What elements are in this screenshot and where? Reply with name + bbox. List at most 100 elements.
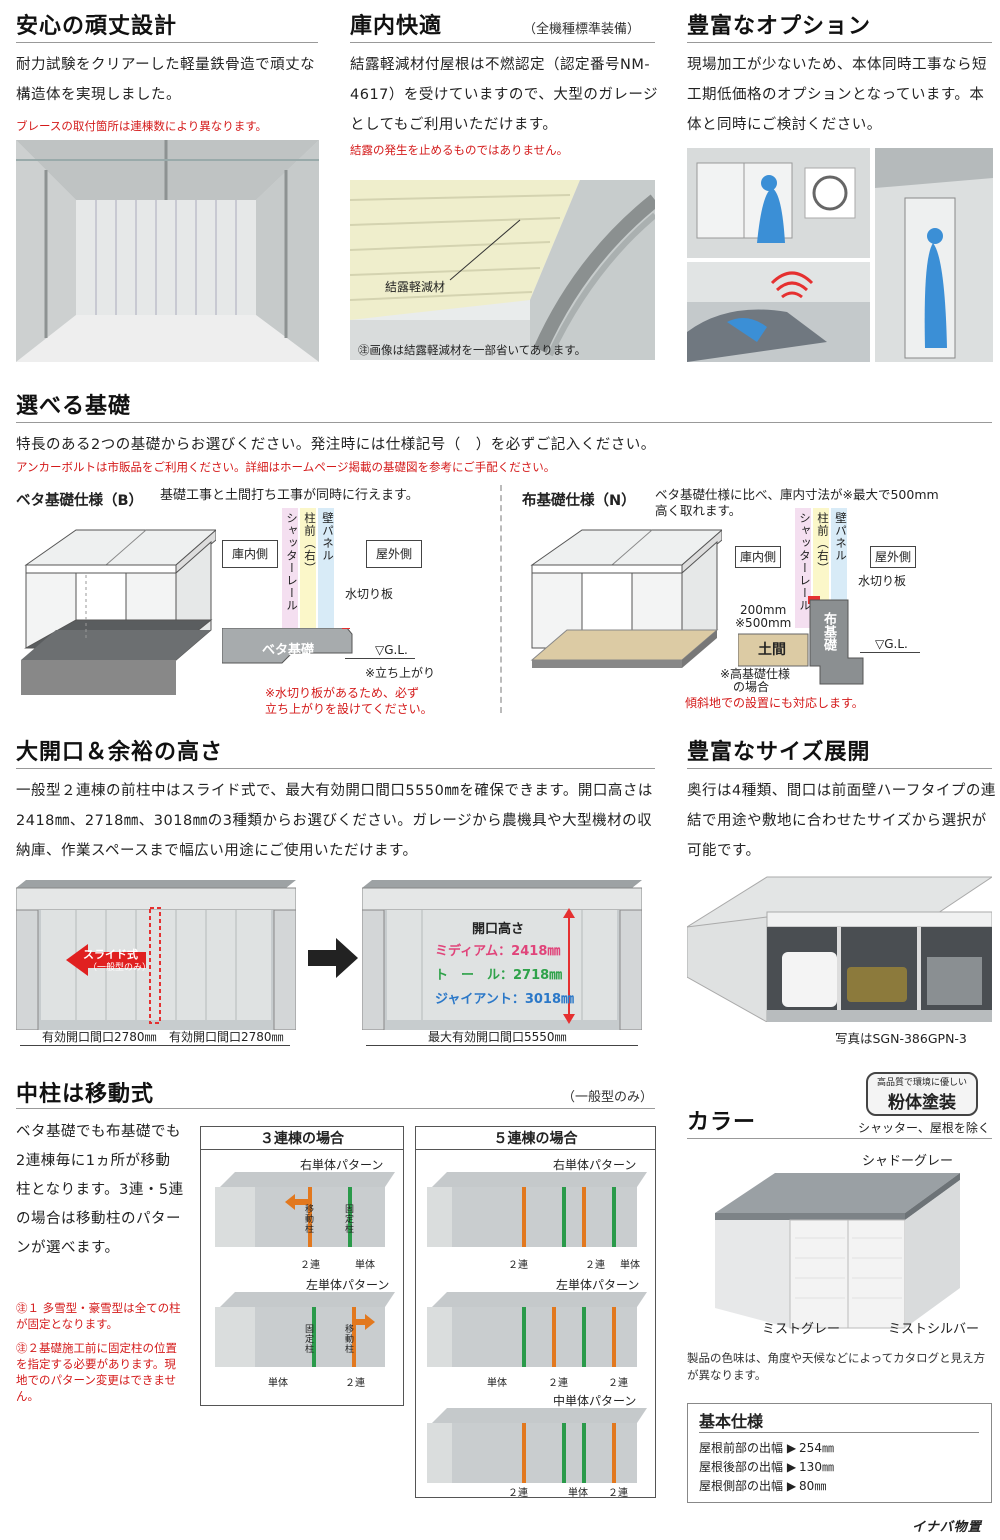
sizes-body: 奥行は4種類、間口は前面壁ハーフタイプの連結で用途や敷地に合わせたサイズから選択… [687,783,996,859]
nuno-doma-label: 土間 [758,642,786,658]
sturdy-note: ブレースの取付箇所は連棟数により異なります。 [16,119,268,133]
five-right-ren2b: ２連 [585,1260,605,1271]
five-center-illustration [427,1408,647,1497]
section-title-color: カラー [687,1110,757,1135]
nuno-mizukiri-label: 水切り板 [858,574,907,588]
powder-coat-badge [866,1072,978,1116]
arrow-right-icon [308,938,358,982]
beta-outside-label: 屋外側 [366,540,422,568]
nuno-title: 布基礎仕様（N） [522,493,636,509]
beta-inside-label: 庫内側 [222,540,278,568]
beta-note1: ※水切り板があるため、必ず [265,686,420,700]
movable-body: ベタ基礎でも布基礎でも2連棟毎に1ヵ所が移動柱となります。3連・5連の場合は移動… [16,1124,184,1256]
spec-row: 屋根前部の出幅 ▶254㎜ [699,1441,834,1455]
side-door-option-photo [875,148,993,362]
nuno-high1: ※高基礎仕様 [720,667,791,681]
nuno-dim-500: ※500mm [735,616,792,630]
nuno-base-label: 布基礎 [821,612,836,651]
beta-base-label: ベタ基礎 [262,643,315,658]
slide-garage-illustration [15,880,297,1034]
brand-logo: イナバ物置 [912,1520,982,1535]
roof-condensation-photo [350,180,655,360]
badge-title: 粉体塗装 [888,1093,956,1113]
nuno-outside-label: 屋外側 [870,546,916,568]
beta-building-illustration [16,520,218,714]
section-title-sizes: 豊富なサイズ展開 [687,740,871,765]
color-note: 製品の色味は、角度や天候などによってカタログと見え方が異なります。 [687,1351,986,1382]
triple-garage-photo [685,872,994,1026]
five-left-illustration [427,1292,647,1386]
height-title: 開口高さ [472,922,525,937]
five-left-single: 単体 [487,1378,507,1389]
color-shadow-grey: シャドーグレー [862,1154,954,1169]
nuno-desc1: ベタ基礎仕様に比べ、庫内寸法が※最大で500mm [655,487,939,502]
nuno-inside-label: 庫内側 [735,546,781,568]
sturdy-body: 耐力試験をクリアーした軽量鉄骨造で頑丈な構造体を実現しました。 [16,57,316,103]
three-right-illustration [215,1172,395,1266]
nuno-dim-200: 200mm [740,603,787,617]
nuno-wall-panel: 壁パネル [834,512,848,562]
comfort-note: 結露の発生を止めるものではありません。 [350,143,569,157]
height-tall: ト ー ル：2718㎜ [435,968,563,983]
nuno-building-illustration [522,520,724,714]
section-title-foundation: 選べる基礎 [16,394,132,419]
nuno-foundation-section [737,596,908,700]
beta-pillar-front: 柱前（右） [303,512,317,575]
color-mist-silver: ミストシルバー [888,1322,980,1337]
slide-sublabel: （一般型のみ） [88,963,152,973]
three-right-fixed: 固定柱 [343,1204,353,1234]
three-right-single: 単体 [355,1260,375,1271]
five-left-ren2a: ２連 [548,1378,568,1389]
five-right-single: 単体 [620,1260,640,1271]
badge-top: 高品質で環境に優しい [876,1078,967,1088]
five-center-single: 単体 [568,1488,588,1499]
three-left-fixed: 固定柱 [303,1324,313,1354]
five-right-pattern: 右単体パターン [553,1158,637,1172]
nuno-pillar-front: 柱前（右） [816,512,830,575]
five-bay-title: ５連棟の場合 [493,1131,578,1147]
three-right-pattern: 右単体パターン [300,1158,384,1172]
opening-body: 一般型２連棟の前柱中はスライド式で、最大有効開口間口5550㎜を確保できます。開… [16,783,653,859]
width-max: 最大有効開口間口5550㎜ [428,1030,567,1044]
condensation-label: 結露軽減材 [385,280,446,294]
beta-title: ベタ基礎仕様（B） [16,493,144,509]
sizes-caption: 写真はSGN-386GPN-3 [835,1031,967,1046]
three-left-move: 移動柱 [343,1324,353,1354]
nuno-shutter-rail: シャッターレール [798,512,812,612]
window-option-photo [687,148,870,258]
wide-garage-illustration [361,880,643,1034]
three-left-pattern: 左単体パターン [306,1278,390,1292]
spec-table: 屋根前部の出幅 ▶254㎜ 屋根後部の出幅 ▶130㎜ 屋根側部の出幅 ▶80㎜ [699,1438,834,1495]
five-center-pattern: 中単体パターン [553,1394,637,1408]
movable-subtitle: （一般型のみ） [562,1090,654,1105]
section-title-movable: 中柱は移動式 [16,1082,155,1107]
height-medium: ミディアム：2418㎜ [435,944,561,959]
beta-note2: 立ち上がりを設けてください。 [265,702,433,716]
five-center-ren2b: ２連 [608,1488,628,1499]
spec-title: 基本仕様 [699,1412,764,1431]
three-left-illustration [215,1292,395,1386]
beta-gl-label: ▽G.L. [375,643,408,657]
section-title-options: 豊富なオプション [687,14,872,39]
section-title-opening: 大開口＆余裕の高さ [16,740,224,765]
beta-tachiagari: ※立ち上がり [365,666,436,680]
spec-box [687,1403,992,1503]
width-right: 有効開口間口2780㎜ [169,1030,284,1044]
section-title-comfort: 庫内快適 [350,14,443,39]
beta-desc: 基礎工事と土間打ち工事が同時に行えます。 [160,488,419,503]
three-bay-title: ３連棟の場合 [260,1131,344,1147]
nuno-high2: の場合 [733,680,770,694]
color-garage-illustration [715,1168,960,1337]
color-mist-grey: ミストグレー [762,1322,841,1337]
spec-row: 屋根側部の出幅 ▶80㎜ [699,1479,827,1493]
remote-shutter-photo [687,262,870,362]
three-right-move: 移動柱 [303,1204,313,1234]
movable-note1: ㊟１ 多雪型・豪雪型は全ての柱が固定となります。 [16,1301,181,1331]
comfort-body: 結露軽減材付屋根は不燃認定（認定番号NM-4617）を受けていますので、大型のガ… [350,57,659,133]
movable-note2: ㊟２基礎施工前に固定柱の位置を指定する必要があります。現地でのパターン変更はでき… [16,1341,177,1403]
three-left-ren2: ２連 [345,1378,365,1389]
beta-shutter-rail: シャッターレール [285,512,299,612]
nuno-desc2: 高く取れます。 [655,503,742,518]
five-left-ren2b: ２連 [608,1378,628,1389]
interior-frame-photo [16,140,319,362]
